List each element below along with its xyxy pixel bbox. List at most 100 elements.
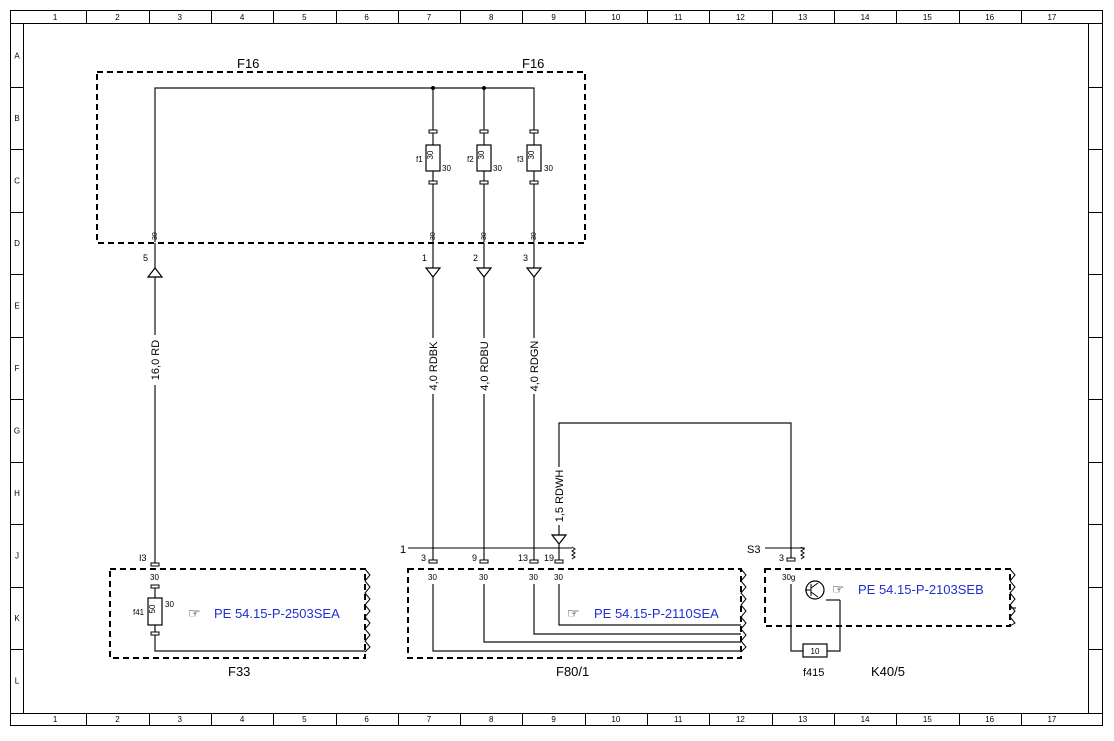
fuse-f1[interactable]: 30 f1 30 — [416, 129, 451, 185]
bus-junction-2 — [482, 86, 486, 90]
fuse-f3-name: f3 — [517, 155, 524, 164]
fuse-f1-name: f1 — [416, 155, 423, 164]
link-f80[interactable]: ☞ PE 54.15-P-2110SEA — [567, 605, 719, 621]
transistor-icon — [805, 580, 825, 600]
grid-column-label-top: 2 — [115, 13, 120, 22]
f16-terminal-1-30: 30 — [430, 232, 437, 240]
f80-internal-wire-19 — [558, 584, 741, 626]
f16-pin-3: 3 — [523, 253, 528, 263]
grid-column-label-top: 16 — [985, 13, 994, 22]
f80-terminal-13-30: 30 — [529, 573, 538, 582]
grid-column-label-bottom: 14 — [861, 715, 870, 724]
i3-label: I3 — [139, 553, 147, 563]
f33-box — [109, 568, 366, 659]
grid-column-label-bottom: 5 — [302, 715, 307, 724]
f16-label-right: F16 — [522, 56, 544, 71]
f80-internal-wire-3 — [432, 584, 741, 652]
wire-label-16-rd: 16,0 RD — [150, 340, 162, 380]
grid-column-label-bottom: 13 — [798, 715, 807, 724]
grid-row-label-left: E — [14, 301, 19, 310]
grid-row-label-left: J — [15, 551, 19, 560]
fuse-f415-name: f415 — [803, 667, 824, 679]
fuse-f415-rating: 10 — [811, 647, 820, 656]
link-f33-text[interactable]: PE 54.15-P-2503SEA — [214, 606, 340, 621]
link-f80-text[interactable]: PE 54.15-P-2110SEA — [594, 606, 719, 621]
f80-internal-wire-9 — [483, 584, 741, 643]
f16-terminal-5-30: 30 — [152, 232, 159, 240]
link-k40[interactable]: ☞ PE 54.15-P-2103SEB — [832, 581, 984, 597]
grid-column-label-top: 10 — [611, 13, 620, 22]
grid-column-label-top: 13 — [798, 13, 807, 22]
fuse-f41-name: f41 — [133, 608, 145, 617]
fuse-f1-terminal: 30 — [442, 164, 451, 173]
connector-arrow-down-2 — [475, 267, 493, 278]
f33-internal-wire — [154, 635, 365, 652]
sheet-border — [10, 10, 1103, 726]
wire-label-rdbu: 4,0 RDBU — [479, 341, 491, 391]
grid-column-label-top: 6 — [364, 13, 369, 22]
grid-column-label-top: 5 — [302, 13, 307, 22]
f80-pin-one-label: 1 — [400, 544, 406, 556]
pointer-icon: ☞ — [832, 581, 845, 597]
grid-labels: 1122334455667788991010111112121313141415… — [14, 13, 1057, 724]
fuse-f1-rating: 30 — [426, 150, 435, 159]
f16-pin-5: 5 — [143, 253, 148, 263]
wire-label-rdbk: 4,0 RDBK — [428, 341, 440, 391]
fuse-f41-rating: 50 — [148, 604, 157, 613]
f80-internal-wire-13 — [533, 584, 741, 635]
s3-label: S3 — [747, 544, 760, 556]
pointer-icon: ☞ — [567, 605, 580, 621]
grid-row-label-left: F — [15, 364, 20, 373]
grid-column-label-bottom: 15 — [923, 715, 932, 724]
grid-column-label-bottom: 16 — [985, 715, 994, 724]
link-k40-text[interactable]: PE 54.15-P-2103SEB — [858, 582, 984, 597]
f80-break-edge — [740, 568, 747, 653]
f16-box — [96, 71, 586, 244]
f80-pin-3: 3 — [421, 553, 426, 563]
f16-label-left: F16 — [237, 56, 259, 71]
fuse-f3-terminal: 30 — [544, 164, 553, 173]
fuse-f2[interactable]: 30 f2 30 — [467, 129, 502, 185]
grid-column-label-top: 4 — [240, 13, 245, 22]
grid-column-label-top: 15 — [923, 13, 932, 22]
grid-row-label-left: K — [14, 614, 20, 623]
f16-terminal-3-30: 30 — [531, 232, 538, 240]
f33-terminal-30: 30 — [150, 573, 159, 582]
f80-pin-13: 13 — [518, 553, 528, 563]
k40-pin-3: 3 — [779, 553, 784, 563]
fuse-f41-terminal: 30 — [165, 600, 174, 609]
wire-1-5-rdwh[interactable] — [558, 422, 792, 558]
f16-busbar — [154, 87, 535, 242]
k40-box — [764, 568, 1011, 627]
f80-terminal-3-30: 30 — [428, 573, 437, 582]
grid-column-label-top: 14 — [861, 13, 870, 22]
pointer-icon: ☞ — [188, 605, 201, 621]
grid-column-label-bottom: 4 — [240, 715, 245, 724]
grid-row-label-left: A — [14, 51, 20, 60]
grid-row-label-left: D — [14, 239, 20, 248]
fuse-f3[interactable]: 30 f3 30 — [517, 129, 553, 185]
fuse-f41[interactable]: 50 f41 30 — [133, 584, 174, 636]
grid-column-label-bottom: 9 — [551, 715, 556, 724]
grid-column-label-top: 11 — [674, 13, 683, 22]
grid-row-label-left: B — [14, 114, 19, 123]
k40-spring-contact — [800, 546, 805, 560]
k40-break-edge — [1009, 568, 1016, 627]
f33-break-edge — [364, 568, 371, 653]
f80-terminal-9-30: 30 — [479, 573, 488, 582]
grid-column-label-top: 17 — [1047, 13, 1056, 22]
f80-pin-9: 9 — [472, 553, 477, 563]
f16-terminal-2-30: 30 — [481, 232, 488, 240]
grid-column-label-bottom: 2 — [115, 715, 120, 724]
grid-column-label-top: 9 — [551, 13, 556, 22]
k40-label: K40/5 — [871, 664, 905, 679]
fuse-f415[interactable]: 10 f415 — [790, 628, 841, 679]
link-f33[interactable]: ☞ PE 54.15-P-2503SEA — [188, 605, 340, 621]
grid-column-label-top: 1 — [53, 13, 58, 22]
grid-column-label-bottom: 8 — [489, 715, 494, 724]
grid-column-label-bottom: 17 — [1047, 715, 1056, 724]
grid-row-label-left: G — [14, 426, 20, 435]
grid-column-label-top: 12 — [736, 13, 745, 22]
grid-column-label-bottom: 3 — [178, 715, 183, 724]
